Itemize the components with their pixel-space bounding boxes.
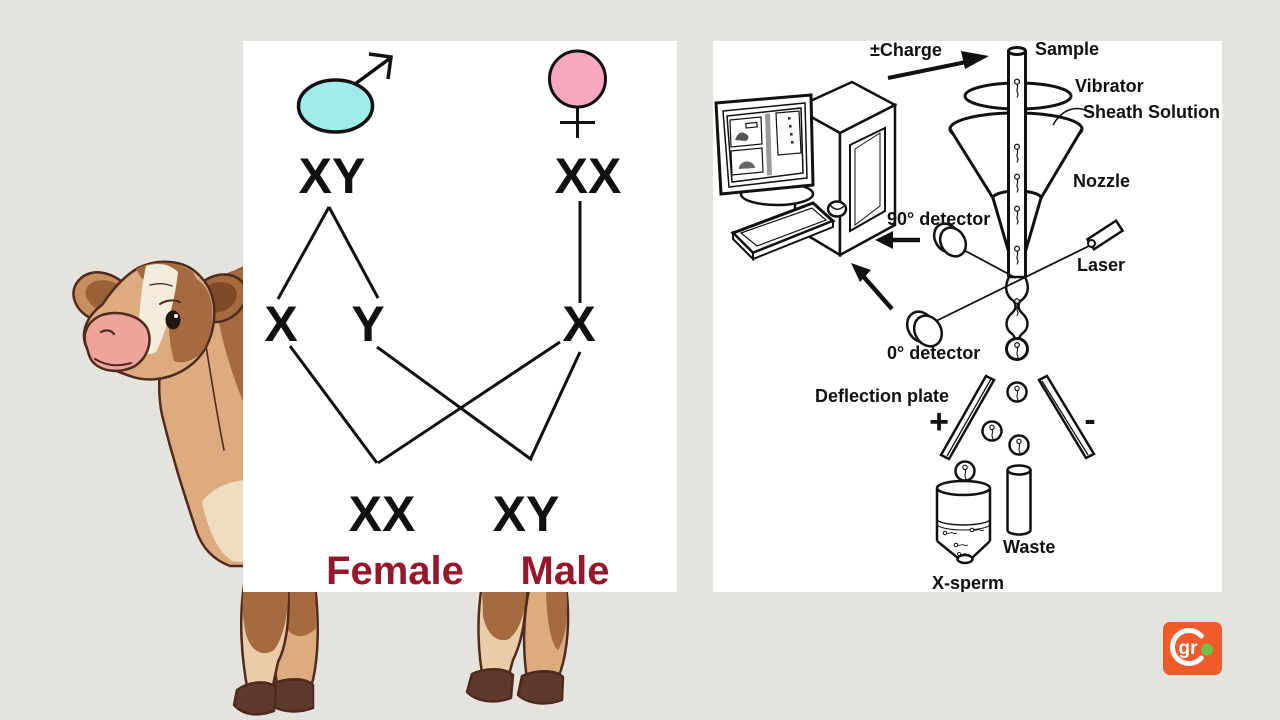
fluidics — [948, 46, 1084, 482]
signal-arrow — [851, 263, 894, 311]
cow-front-legs — [232, 583, 320, 716]
logo-ring-icon — [1170, 628, 1204, 666]
offspring-male-genotype: XY — [493, 486, 560, 542]
cow-hind-legs — [465, 583, 570, 705]
computer-illustration — [714, 80, 898, 262]
cow-muzzle — [83, 311, 151, 373]
mother-genotype: XX — [555, 148, 622, 204]
female-symbol-icon — [548, 49, 607, 138]
mother-gamete-x: X — [562, 296, 595, 352]
label-waste: Waste — [1003, 537, 1055, 557]
x-sperm-container — [935, 479, 992, 565]
gr-logo: gr — [1163, 622, 1222, 675]
label-deflection-plate: Deflection plate — [815, 386, 949, 406]
father-genotype: XY — [299, 148, 366, 204]
detector-90-icon — [932, 222, 968, 258]
offspring-female-label: Female — [326, 549, 464, 592]
computer-monitor-icon — [714, 93, 815, 196]
waste-container — [1006, 464, 1032, 536]
father-gamete-x: X — [264, 296, 297, 352]
label-sheath-solution: Sheath Solution — [1083, 102, 1220, 122]
label-detector-90: 90° detector — [887, 209, 990, 229]
deflection-plates — [939, 374, 1096, 461]
logo-dot-icon — [1201, 643, 1213, 656]
cow-eye — [165, 310, 181, 330]
label-detector-0: 0° detector — [887, 343, 980, 363]
laser-beam — [931, 244, 1092, 324]
label-plate-positive: + — [929, 403, 949, 441]
label-vibrator: Vibrator — [1075, 76, 1144, 96]
detector-90-arrow — [875, 231, 920, 249]
logo-text: gr — [1179, 638, 1199, 659]
label-x-sperm: X-sperm — [932, 573, 1004, 592]
inheritance-lines — [276, 201, 582, 465]
offspring-male-label: Male — [521, 549, 610, 592]
label-charge: ±Charge — [870, 41, 942, 60]
genetics-panel: XY XX X Y X XX XY Female Male — [243, 41, 677, 593]
deflection-plate-negative — [1037, 374, 1096, 460]
label-plate-negative: - — [1084, 401, 1095, 439]
label-laser: Laser — [1077, 255, 1125, 275]
mouse-icon — [826, 200, 848, 218]
sample-tube — [1008, 50, 1026, 277]
male-symbol-icon — [296, 52, 393, 134]
laser-icon — [1085, 218, 1125, 252]
label-nozzle: Nozzle — [1073, 171, 1130, 191]
cow-head — [82, 260, 216, 381]
sheath-pointer-line — [1052, 107, 1092, 126]
detector-0-icon — [905, 310, 944, 348]
keyboard-icon — [730, 201, 836, 262]
offspring-female-genotype: XX — [349, 486, 416, 542]
father-gamete-y: Y — [351, 296, 384, 352]
charge-arrow — [887, 51, 989, 80]
label-sample: Sample — [1035, 41, 1099, 59]
flow-cytometry-panel: ±Charge Sample Vibrator Sheath Solution … — [713, 39, 1222, 593]
